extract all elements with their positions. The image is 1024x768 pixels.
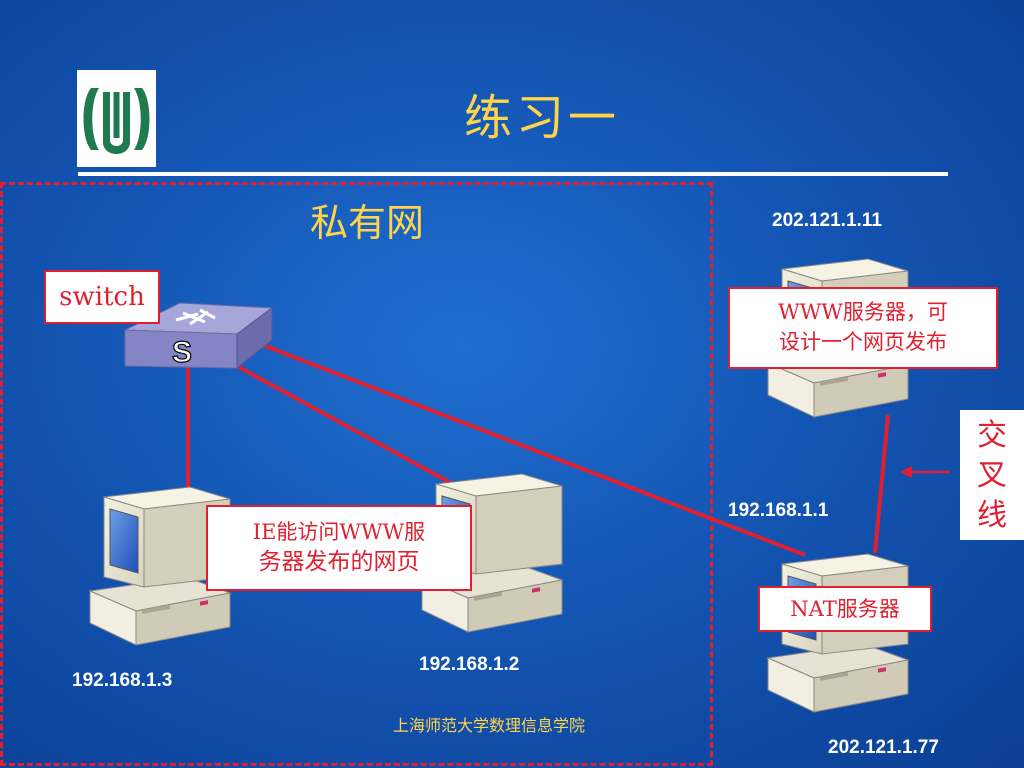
ip-www-server: 202.121.1.11 xyxy=(772,210,882,231)
link-switch-pc-mid xyxy=(236,364,461,490)
switch-glyph: S xyxy=(172,336,192,369)
ip-pc-mid: 192.168.1.2 xyxy=(419,654,520,675)
school-logo xyxy=(77,70,156,167)
title-divider xyxy=(78,172,948,176)
switch-label: switch xyxy=(44,270,160,324)
school-logo-icon xyxy=(83,88,150,154)
www-callout-line1: WWW服务器，可 xyxy=(778,300,948,324)
arrow-left-icon xyxy=(900,466,950,478)
private-network-label: 私有网 xyxy=(310,201,425,245)
ie-callout: IE能访问WWW服 务器发布的网页 xyxy=(206,505,472,591)
network-switch-icon xyxy=(124,302,274,370)
link-switch-nat xyxy=(254,340,806,557)
crossover-char-3: 线 xyxy=(977,498,1007,533)
ip-nat-outer: 202.121.1.77 xyxy=(828,737,939,758)
ie-callout-line1: IE能访问WWW服 xyxy=(252,520,426,544)
nat-server-callout: NAT服务器 xyxy=(758,586,932,632)
crossover-char-1: 交 xyxy=(977,418,1007,453)
ie-callout-line2: 务器发布的网页 xyxy=(258,549,420,575)
www-callout-line2: 设计一个网页发布 xyxy=(779,330,947,354)
private-network-region xyxy=(0,182,713,766)
link-crossover-nat-www xyxy=(873,414,890,554)
ip-pc-left: 192.168.1.3 xyxy=(72,670,173,691)
crossover-char-2: 叉 xyxy=(977,458,1007,493)
page-title: 练习一 xyxy=(463,90,620,146)
ip-nat-inner: 192.168.1.1 xyxy=(728,500,829,521)
crossover-line-label: 交 叉 线 xyxy=(960,410,1024,540)
desktop-computer-icon xyxy=(767,553,909,713)
www-server-callout: WWW服务器，可 设计一个网页发布 xyxy=(728,287,998,369)
footer-institution: 上海师范大学数理信息学院 xyxy=(393,716,586,735)
